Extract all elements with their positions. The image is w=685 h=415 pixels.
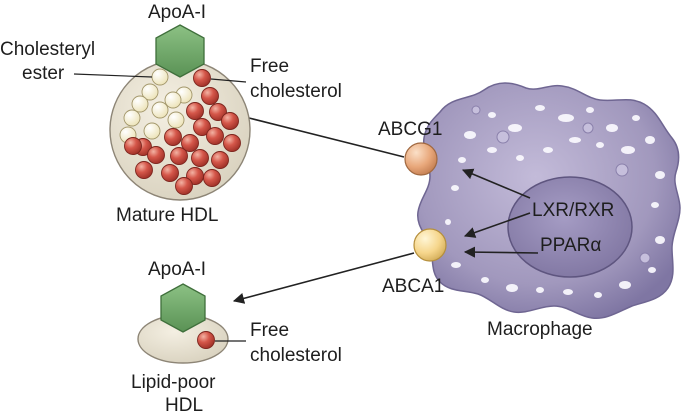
abca1-to-lipid-poor-hdl-arrow [232, 252, 415, 304]
free-cholesterol-top-leader [210, 78, 247, 83]
abca1-label: ABCA1 [382, 276, 444, 297]
apoa1-top-label: ApoA-I [148, 2, 206, 23]
free-cholesterol-bottom-label-line2: cholesterol [250, 345, 342, 366]
cholesteryl-ester-label-line1: Cholesteryl [0, 39, 95, 60]
hdl-to-abcg1-line [248, 117, 405, 158]
free-cholesterol-molecules [124, 69, 241, 195]
regulation-arrows [461, 168, 539, 258]
lxr-to-abcg1-arrow [461, 168, 531, 199]
apoa1-protein-top [155, 24, 205, 78]
cholesteryl-ester-leader [73, 73, 153, 78]
cell-vesicles [471, 105, 651, 264]
ppar-alpha-label: PPARα [540, 235, 601, 256]
macrophage-label: Macrophage [487, 319, 593, 340]
free-cholesterol-top-label-line2: cholesterol [250, 81, 342, 102]
abcg1-label: ABCG1 [378, 119, 442, 140]
cell-vacuoles [445, 105, 665, 298]
cholesteryl-ester-molecules [119, 68, 193, 144]
abca1-transporter [413, 228, 447, 262]
lipid-poor-hdl-label-line2: HDL [165, 395, 203, 415]
nucleus [507, 176, 633, 278]
apoa1-bottom-label: ApoA-I [148, 259, 206, 280]
cholesteryl-ester-label-line2: ester [22, 63, 65, 84]
free-cholesterol-molecule-bottom [197, 331, 215, 349]
ppar-to-abca1-arrow [463, 246, 539, 258]
free-cholesterol-bottom-label-line1: Free [250, 320, 289, 341]
abcg1-transporter [404, 142, 438, 176]
mature-hdl-label: Mature HDL [116, 205, 218, 226]
lxr-to-abca1-arrow [463, 212, 531, 238]
lxr-rxr-label: LXR/RXR [532, 200, 614, 221]
free-cholesterol-top-label-line1: Free [250, 56, 289, 77]
apoa1-protein-bottom [160, 283, 206, 333]
lipid-poor-hdl-label-line1: Lipid-poor [131, 372, 216, 393]
